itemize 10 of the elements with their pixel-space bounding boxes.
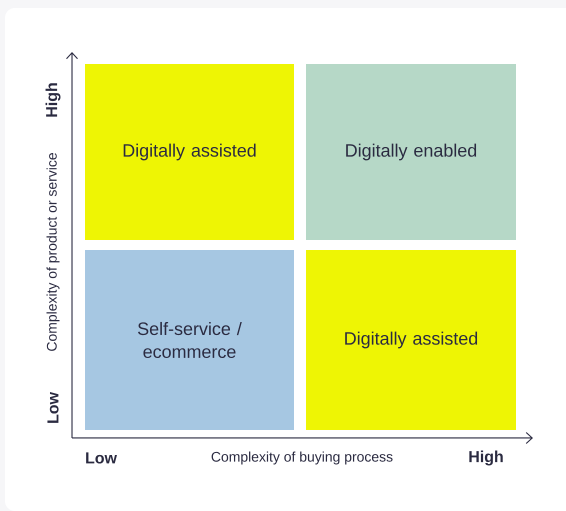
quadrant-box: Digitally enabled [306, 64, 516, 240]
axis-label: Low [86, 452, 117, 464]
quadrant-box: Digitally assisted [306, 250, 516, 430]
axis-label: High [469, 450, 503, 466]
quadrant-box: Digitally assisted [85, 64, 294, 240]
axis-label: Complexity of product or service [46, 153, 60, 351]
axis-label: High [46, 83, 60, 117]
quadrant-box: Self-service / ecommerce [85, 250, 294, 430]
axis-label: Low [47, 392, 59, 423]
axis-label: Complexity of buying process [212, 451, 393, 464]
